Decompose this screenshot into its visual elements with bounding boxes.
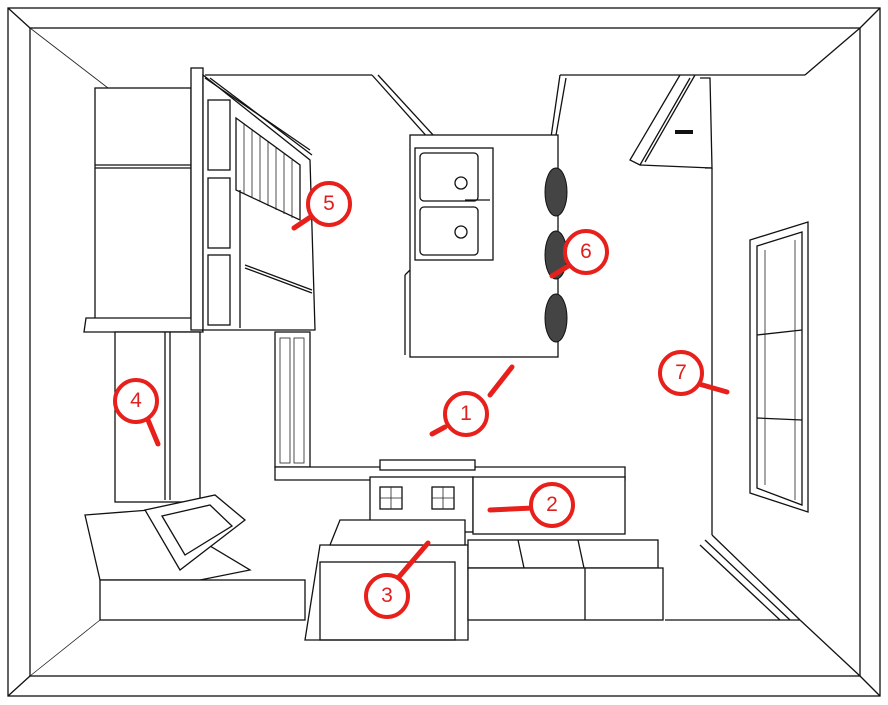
callout-7 — [658, 350, 730, 396]
left-pantry — [83, 67, 204, 503]
callout-4 — [113, 378, 161, 447]
room-frame — [7, 7, 881, 697]
callout-3 — [364, 540, 431, 619]
callout-1 — [429, 364, 515, 437]
callout-6 — [549, 229, 609, 279]
back-wall — [205, 74, 805, 621]
island — [404, 134, 568, 358]
callout-2 — [487, 482, 575, 528]
right-window — [749, 221, 809, 513]
range-and-counters — [84, 459, 664, 641]
upper-cabinets — [202, 73, 316, 468]
callout-5 — [291, 181, 352, 231]
